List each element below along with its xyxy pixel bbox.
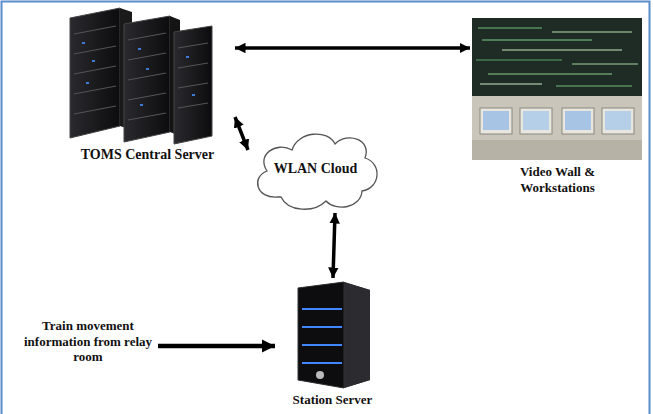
arrow-connector [235,117,248,150]
source-text-node: Train movement information from relay ro… [18,318,158,365]
cloud-shape [258,134,377,209]
arrow-connector [158,344,275,349]
server-rack-illustration [62,4,222,146]
station-server-illustration [290,280,376,390]
node-label: WLAN Cloud [274,161,358,178]
video-wall-illustration [472,18,642,160]
node-label: Train movement information from relay ro… [18,318,158,365]
arrow-connector [235,46,470,50]
server-node: Station Server [275,278,390,408]
server-node: TOMS Central Server [60,5,235,164]
workstation-node: Video Wall & Workstations [470,18,645,195]
arrow-connector [333,213,335,278]
cloud-node: WLAN Cloud [248,125,383,213]
node-label: TOMS Central Server [60,147,235,164]
node-label: Video Wall & Workstations [508,164,608,195]
node-label: Station Server [275,392,390,408]
